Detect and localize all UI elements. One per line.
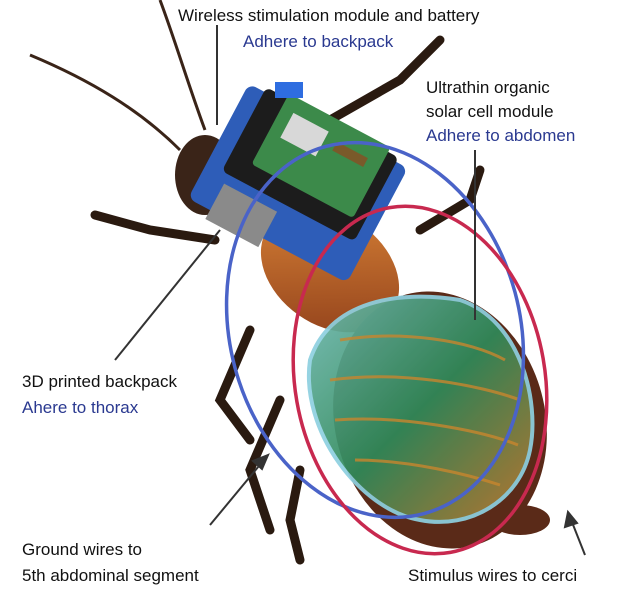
arrow-icon	[209, 453, 586, 556]
solar-note: Adhere to abdomen	[426, 126, 576, 145]
ground-label-line1: Ground wires to	[22, 540, 142, 559]
connector-blue	[275, 82, 303, 98]
solar-cell-module	[306, 294, 535, 524]
backpack	[190, 86, 406, 281]
legs	[90, 35, 485, 565]
pointer-lines	[114, 25, 476, 361]
backpack-label: 3D printed backpack	[22, 372, 177, 391]
backpack-note: Ahere to thorax	[22, 398, 139, 417]
ground-wire-loop	[224, 140, 526, 520]
ground-label-line2: 5th abdominal segment	[22, 566, 199, 585]
antenna-left	[29, 53, 182, 152]
stimulus-label: Stimulus wires to cerci	[408, 566, 578, 585]
solar-label-line1: Ultrathin organic	[426, 78, 550, 97]
solar-cell-stripes	[329, 334, 521, 487]
antenna-right	[158, 0, 207, 131]
module-note: Adhere to backpack	[243, 32, 394, 51]
stimulus-wire-loop	[291, 204, 549, 556]
abdomen-tip	[490, 505, 550, 535]
module-label: Wireless stimulation module and battery	[178, 6, 480, 25]
solar-label-line2: solar cell module	[426, 102, 554, 121]
